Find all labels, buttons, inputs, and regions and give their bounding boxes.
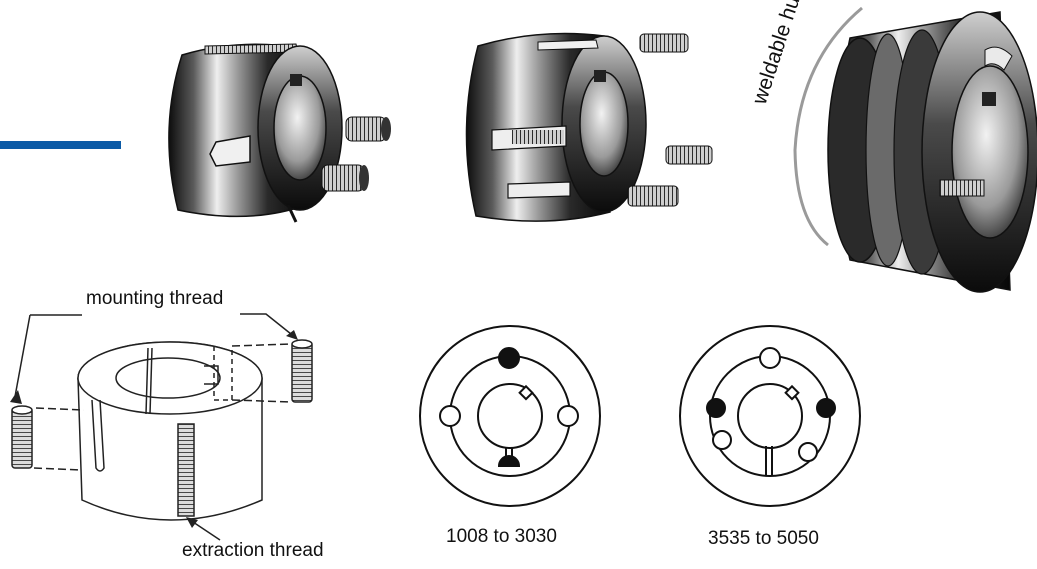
hole-pattern-diagram-small	[419, 325, 601, 507]
hole-pattern-diagram-large	[679, 325, 861, 507]
screw-icon	[665, 145, 713, 165]
range-large-label: 3535 to 5050	[708, 528, 819, 549]
bushing-three-screws-image	[465, 32, 647, 222]
weldable-hub-image	[827, 11, 1037, 293]
arrow-icon	[10, 390, 22, 404]
extraction-thread-label: extraction thread	[182, 540, 324, 561]
weldable-hub-arc	[793, 6, 863, 247]
screw-icon	[321, 164, 369, 192]
arrow-icon	[286, 330, 298, 340]
accent-bar	[0, 141, 121, 149]
taper-bush-line-drawing	[11, 313, 313, 541]
screw-icon	[639, 33, 689, 53]
screw-icon	[627, 185, 679, 207]
arrow-icon	[186, 517, 198, 528]
mounting-thread-label: mounting thread	[86, 288, 224, 309]
screw-icon	[345, 116, 391, 142]
bushing-two-screws-image	[168, 43, 343, 223]
range-small-label: 1008 to 3030	[446, 526, 557, 547]
